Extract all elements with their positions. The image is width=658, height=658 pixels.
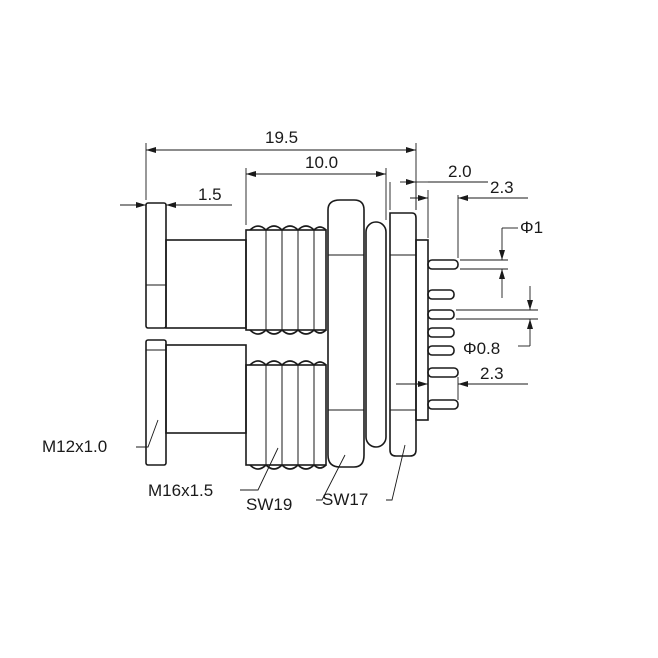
callout-front-thread: M12x1.0: [42, 419, 159, 456]
dim-pin-diameter-small-label: Φ0.8: [463, 339, 500, 358]
front-coupling: [145, 202, 247, 466]
body-thread: [245, 225, 327, 470]
dim-front-step-label: 1.5: [198, 185, 222, 204]
dim-pin-offset-bottom-label: 2.3: [480, 364, 504, 383]
dim-front-step: 1.5: [120, 185, 232, 208]
dim-pin-diameter-large-label: Φ1: [520, 218, 543, 237]
callout-body-thread-label: M16x1.5: [148, 481, 213, 500]
callout-body-thread: M16x1.5: [148, 447, 279, 500]
dim-overall-length-label: 19.5: [265, 128, 298, 147]
contact-pins: [427, 259, 459, 410]
hex-nut: [327, 199, 365, 468]
flange-body: [389, 212, 429, 457]
dim-pin-offset-top: 2.3: [410, 178, 528, 258]
callout-flange-wrench-label: SW17: [322, 490, 368, 509]
callout-nut-wrench: SW19: [246, 454, 346, 514]
dim-thread-length-label: 10.0: [305, 153, 338, 172]
dim-pin-diameter-large: Φ1: [460, 218, 543, 298]
callout-flange-wrench: SW17: [322, 444, 406, 509]
dim-flange-thickness-label: 2.0: [448, 162, 472, 181]
o-ring: [365, 221, 387, 448]
dim-overall-length: 19.5: [145, 128, 417, 210]
dim-thread-length: 10.0: [245, 153, 387, 225]
dim-pin-diameter-small: Φ0.8: [456, 286, 538, 358]
dim-pin-offset-bottom: 2.3: [396, 364, 528, 400]
dim-pin-offset-top-label: 2.3: [490, 178, 514, 197]
callout-front-thread-label: M12x1.0: [42, 437, 107, 456]
dim-flange-thickness: 2.0: [389, 162, 488, 210]
callout-nut-wrench-label: SW19: [246, 495, 292, 514]
